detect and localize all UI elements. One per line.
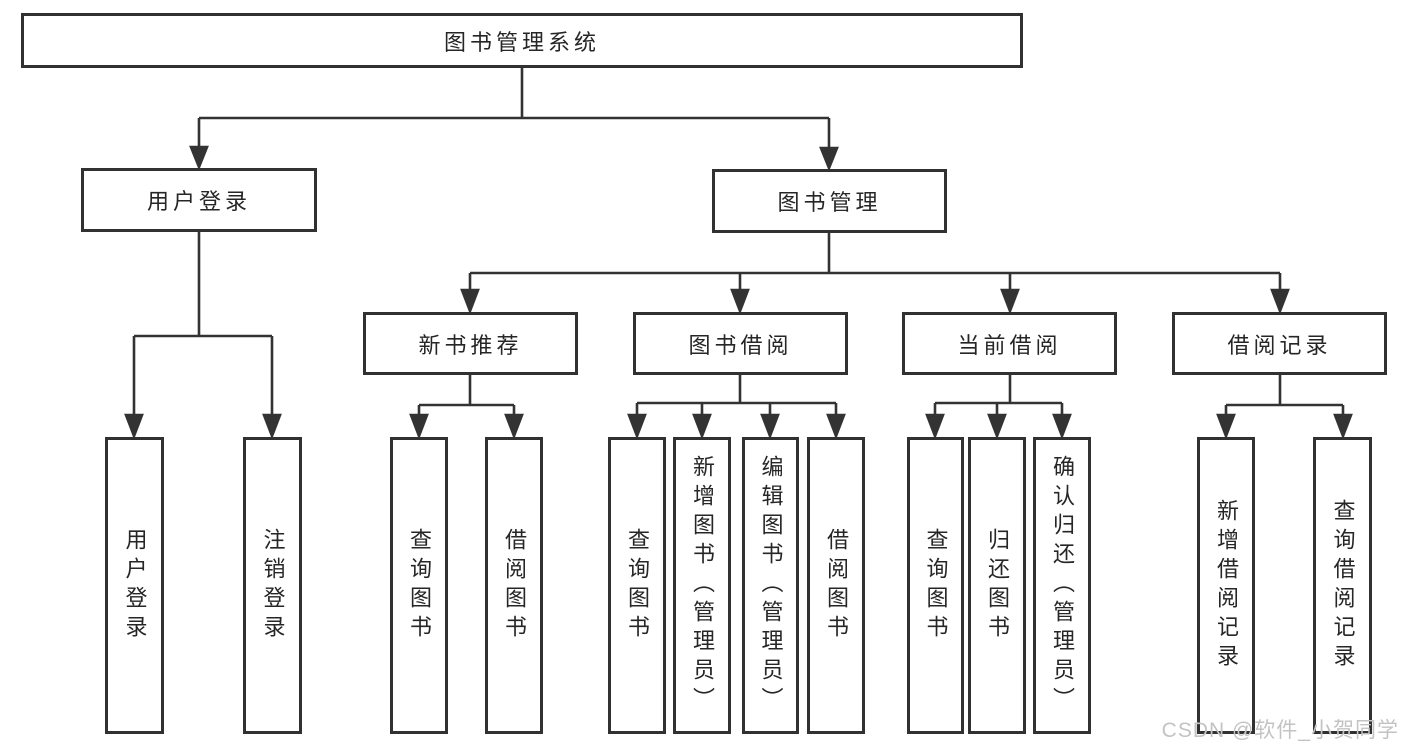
- leaf-confirm-return-admin-label: 确认归还（管理员）: [1050, 455, 1075, 716]
- node-root: 图书管理系统: [21, 13, 1023, 68]
- leaf-return-book-label: 归还图书: [985, 527, 1010, 644]
- leaf-query-book-borrowing-label: 查询图书: [625, 527, 650, 644]
- leaf-confirm-return-admin: 确认归还（管理员）: [1033, 437, 1091, 734]
- leaf-query-book-borrowing: 查询图书: [608, 437, 666, 734]
- leaf-logout-label: 注销登录: [260, 527, 286, 644]
- leaf-add-borrow-record-label: 新增借阅记录: [1214, 498, 1239, 673]
- watermark: CSDN @软件_小贺同学: [1161, 719, 1399, 742]
- connector-current-borrowing-children: [925, 375, 1072, 440]
- leaf-logout: 注销登录: [243, 437, 302, 734]
- leaf-query-book-recommend: 查询图书: [390, 437, 448, 734]
- leaf-user-login-label: 用户登录: [122, 527, 148, 644]
- connector-root-to-level2: [189, 68, 839, 172]
- leaf-edit-book-admin: 编辑图书（管理员）: [742, 437, 799, 734]
- node-current-borrowing: 当前借阅: [902, 312, 1117, 375]
- leaf-add-book-admin-label: 新增图书（管理员）: [690, 455, 715, 716]
- node-book-borrowing-label: 图书借阅: [688, 332, 793, 358]
- leaf-query-book-current-label: 查询图书: [923, 527, 949, 644]
- connector-book-management-children: [460, 233, 1290, 315]
- leaf-query-borrow-record: 查询借阅记录: [1313, 437, 1372, 734]
- leaf-edit-book-admin-label: 编辑图书（管理员）: [758, 455, 784, 716]
- node-root-label: 图书管理系统: [443, 29, 600, 55]
- leaf-borrow-book-recommend: 借阅图书: [485, 437, 543, 734]
- leaf-query-book-recommend-label: 查询图书: [407, 527, 432, 644]
- connector-borrowing-records-children: [1216, 375, 1353, 440]
- leaf-user-login: 用户登录: [105, 437, 164, 734]
- leaf-add-borrow-record: 新增借阅记录: [1197, 437, 1255, 734]
- leaf-borrow-book-borrowing-label: 借阅图书: [824, 527, 849, 644]
- node-borrowing-records: 借阅记录: [1172, 312, 1387, 375]
- connector-new-book-recommend-children: [409, 375, 524, 440]
- leaf-query-borrow-record-label: 查询借阅记录: [1330, 498, 1356, 673]
- leaf-query-book-current: 查询图书: [907, 437, 964, 734]
- node-new-book-recommend: 新书推荐: [363, 312, 578, 375]
- node-user-login: 用户登录: [81, 168, 317, 232]
- leaf-add-book-admin: 新增图书（管理员）: [673, 437, 731, 734]
- leaf-borrow-book-borrowing: 借阅图书: [807, 437, 865, 734]
- node-book-borrowing: 图书借阅: [633, 312, 848, 375]
- node-current-borrowing-label: 当前借阅: [957, 332, 1062, 358]
- connector-user-login-children: [124, 232, 282, 440]
- node-user-login-label: 用户登录: [146, 189, 251, 214]
- node-new-book-recommend-label: 新书推荐: [418, 332, 523, 358]
- node-book-management: 图书管理: [712, 169, 947, 233]
- connector-book-borrowing-children: [627, 375, 846, 440]
- node-book-management-label: 图书管理: [777, 190, 882, 215]
- leaf-borrow-book-recommend-label: 借阅图书: [502, 527, 527, 644]
- leaf-return-book: 归还图书: [968, 437, 1026, 734]
- node-borrowing-records-label: 借阅记录: [1227, 332, 1332, 358]
